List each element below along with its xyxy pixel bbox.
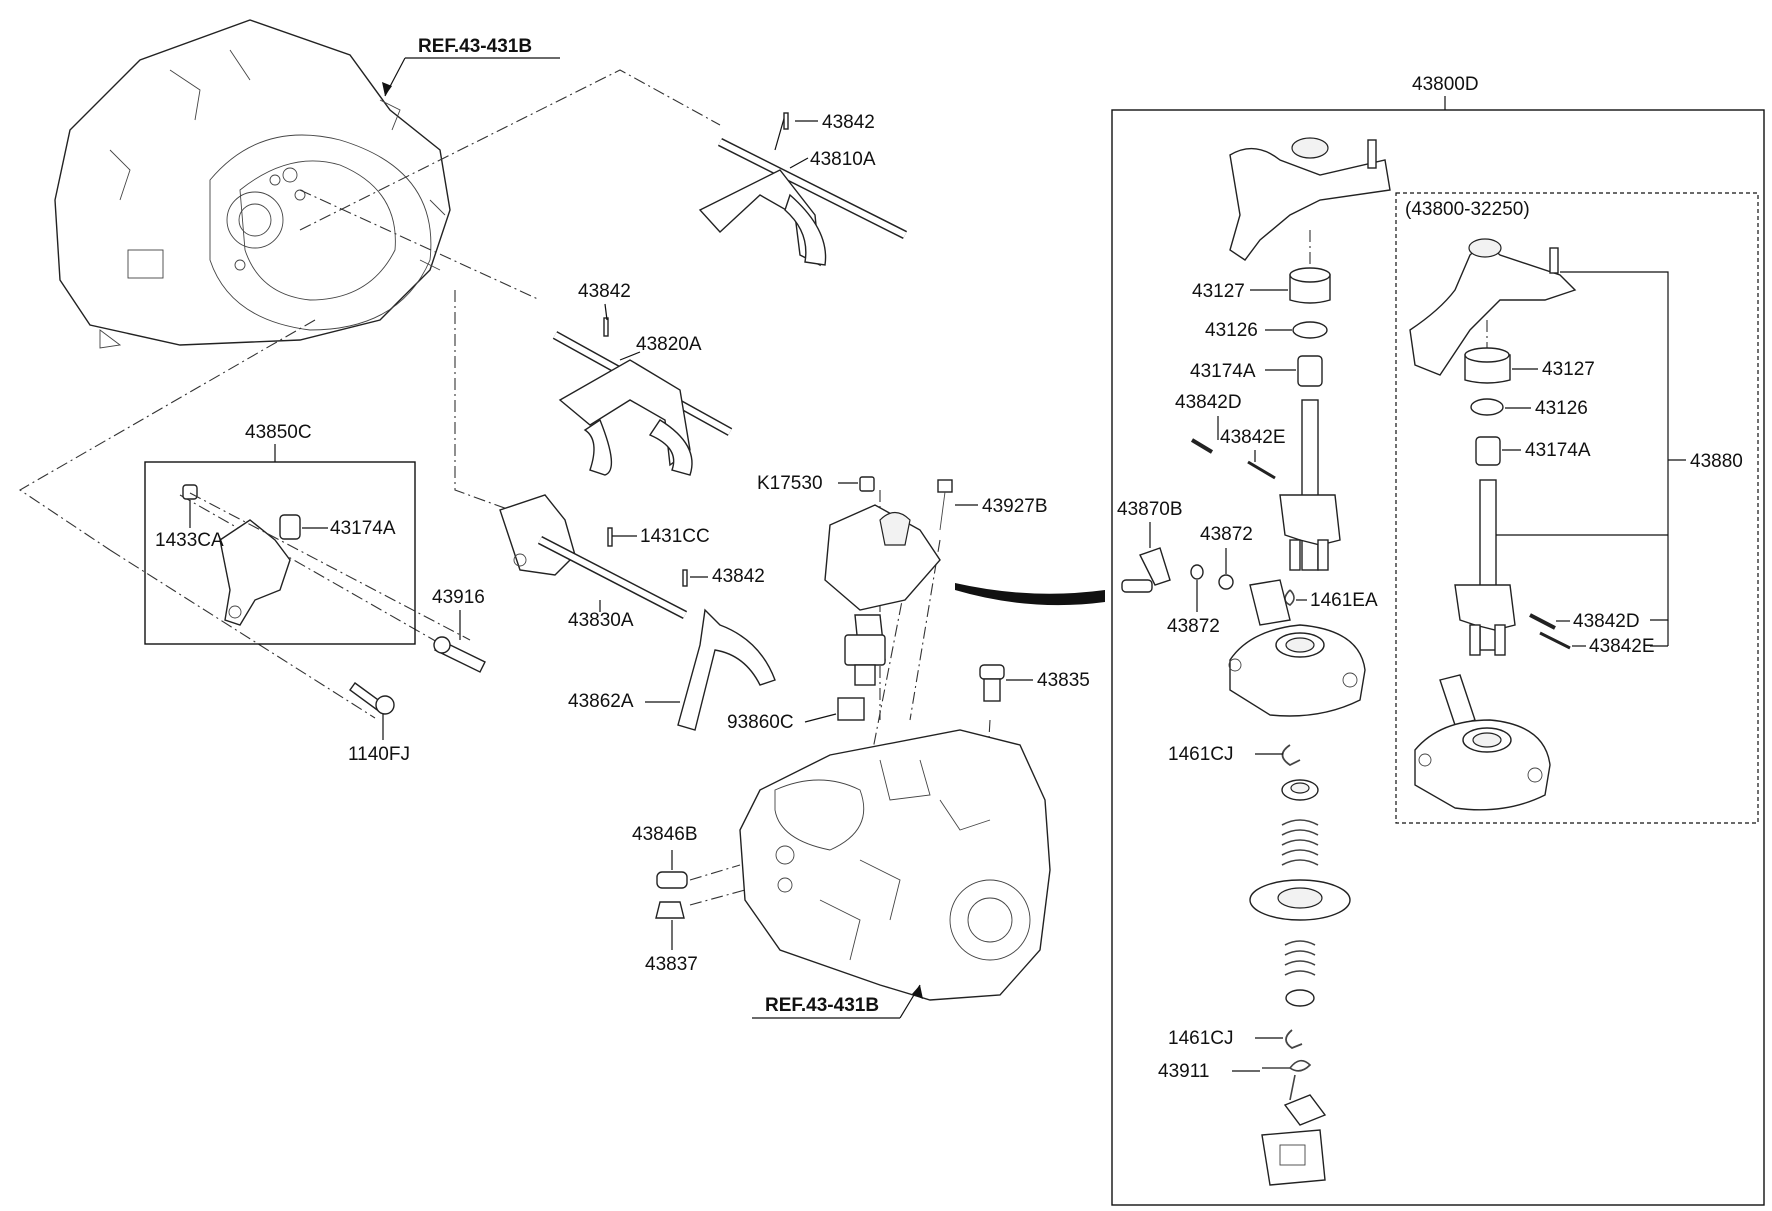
label-43174A-a: 43174A [1190, 361, 1256, 382]
clip-1461EA [1284, 589, 1295, 606]
label-43842-c: 43842 [712, 566, 765, 587]
spring-stack [1249, 779, 1351, 1007]
ring-43872-b [1218, 574, 1234, 590]
shift-lever-43850C [182, 484, 471, 641]
lever-top-left [1229, 137, 1391, 261]
label-43927B: 43927B [982, 496, 1048, 517]
part-43870B [1121, 547, 1171, 593]
label-43842D-a: 43842D [1175, 392, 1242, 413]
label-43174A-b: 43174A [1525, 440, 1591, 461]
label-1461EA: 1461EA [1310, 590, 1378, 611]
label-43842-b: 43842 [578, 281, 631, 302]
label-43846B: 43846B [632, 824, 698, 845]
label-43835: 43835 [1037, 670, 1090, 691]
spring-43911 [1262, 1059, 1312, 1101]
seal-43126-b [1470, 398, 1504, 416]
label-43820A: 43820A [636, 334, 702, 355]
shift-fork-43862A [677, 608, 776, 731]
shaft-left [1279, 399, 1341, 571]
label-43872-a: 43872 [1200, 524, 1253, 545]
label-1140FJ: 1140FJ [348, 744, 410, 765]
transmission-housing-lower [739, 729, 1051, 1001]
label-1461CJ-a: 1461CJ [1168, 744, 1234, 765]
label-43810A: 43810A [810, 149, 876, 170]
label-1433CA: 1433CA [155, 530, 224, 551]
shift-rail-43820A [552, 317, 733, 476]
label-43911: 43911 [1158, 1061, 1209, 1082]
kit-43800-32250-box [1395, 192, 1759, 824]
ref-bottom-label: REF.43-431B [765, 995, 879, 1016]
label-43842-a: 43842 [822, 112, 875, 133]
label-93860C: 93860C [727, 712, 794, 733]
label-43174A-left: 43174A [330, 518, 396, 539]
label-1431CC: 1431CC [640, 526, 710, 547]
label-43842E-b: 43842E [1589, 636, 1655, 657]
shaft-right [1454, 479, 1516, 656]
lever-top-right [1409, 238, 1577, 376]
label-43850C: 43850C [245, 422, 312, 443]
label-43126-a: 43126 [1205, 320, 1258, 341]
ref-top-label: REF.43-431B [418, 36, 532, 57]
label-43830A: 43830A [568, 610, 634, 631]
plug-43846B [656, 871, 688, 889]
shift-rail-43810A [698, 112, 908, 267]
label-43880: 43880 [1690, 451, 1743, 472]
bushing-43174A-a [1297, 355, 1323, 387]
pins-right [1529, 613, 1571, 650]
label-1461CJ-b: 1461CJ [1168, 1028, 1234, 1049]
label-43800D: 43800D [1412, 74, 1479, 95]
label-43862A: 43862A [568, 691, 634, 712]
label-K17530: K17530 [757, 473, 823, 494]
label-43127-b: 43127 [1542, 359, 1595, 380]
pin-43842D-a [1190, 438, 1214, 454]
label-43872-b: 43872 [1167, 616, 1220, 637]
kit-43800D-box [1111, 109, 1765, 1206]
label-kit-code: (43800-32250) [1405, 199, 1530, 220]
plug-43837 [655, 901, 685, 919]
assembly-43850C-box [144, 461, 416, 645]
seal-43126-a [1292, 321, 1328, 339]
bolt-43927B [937, 479, 953, 531]
shift-control-center [824, 504, 941, 686]
bolt-1140FJ [349, 682, 395, 715]
label-43127-a: 43127 [1192, 281, 1245, 302]
sensor-93860C [837, 697, 865, 721]
ref-bottom: REF.43-431B [752, 984, 923, 1019]
ring-43872-a [1190, 564, 1204, 580]
cover-housing-right [1414, 674, 1551, 811]
part-43127-b [1464, 347, 1511, 384]
bolt-43916 [433, 636, 486, 673]
label-43916: 43916 [432, 587, 485, 608]
shift-rail-43830A [499, 494, 688, 619]
bracket-bottom [1261, 1094, 1327, 1186]
part-43127-a [1289, 267, 1331, 304]
cover-housing-left [1228, 579, 1366, 717]
clip-1461CJ-a [1281, 744, 1301, 767]
part-K17530 [859, 476, 875, 492]
transmission-case-housing [54, 19, 451, 349]
ref-top: REF.43-431B [382, 36, 560, 97]
kit-arrow [955, 583, 1105, 606]
bushing-43174A-b [1475, 436, 1501, 466]
label-43126-b: 43126 [1535, 398, 1588, 419]
bracket-43880 [1496, 271, 1686, 647]
plug-43835 [979, 664, 1005, 702]
label-43842D-b: 43842D [1573, 611, 1640, 632]
label-43870B: 43870B [1117, 499, 1183, 520]
label-43837: 43837 [645, 954, 698, 975]
clip-1461CJ-b [1285, 1029, 1303, 1050]
label-43842E-a: 43842E [1220, 427, 1286, 448]
pin-43842E-a [1247, 460, 1276, 480]
